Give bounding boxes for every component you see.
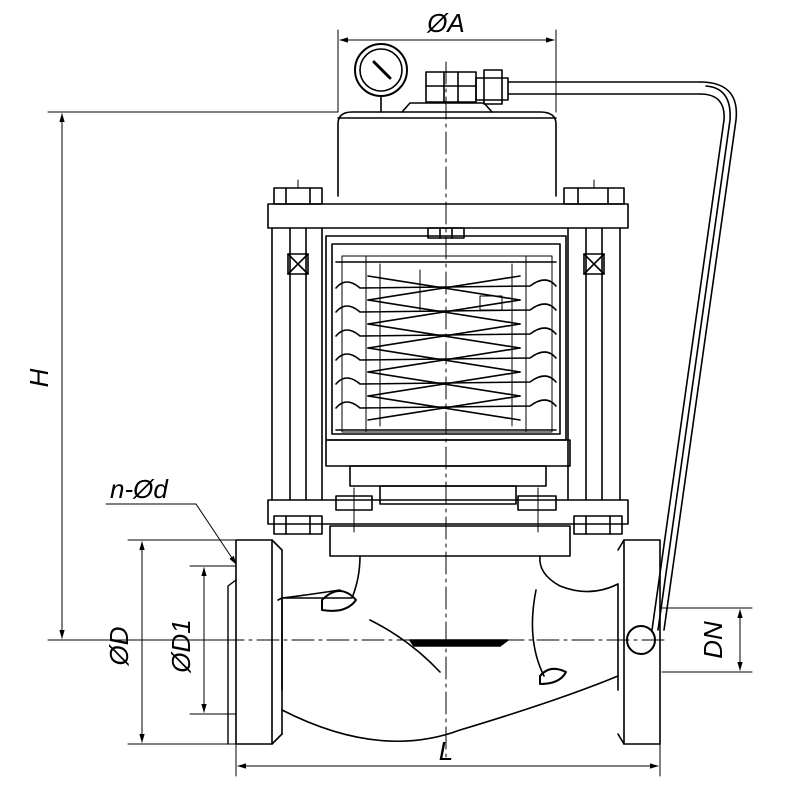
left-flange — [227, 539, 283, 745]
label-nominal: DN — [698, 621, 728, 659]
dimension-a — [337, 29, 557, 113]
tie-rods — [271, 227, 621, 501]
label-diameter-d1: ØD1 — [166, 619, 196, 673]
right-flange — [617, 539, 661, 745]
dimension-dn — [661, 607, 753, 673]
lower-plate — [267, 499, 629, 557]
label-diameter-a: ØA — [426, 8, 465, 38]
dimension-h — [47, 111, 339, 641]
dimension-d — [127, 539, 237, 745]
actuator-housing — [337, 102, 557, 197]
dimension-l — [235, 743, 661, 777]
spring-coils — [335, 261, 557, 431]
valve-body — [277, 555, 619, 743]
label-height: H — [24, 368, 54, 387]
holes-leader — [105, 503, 237, 565]
control-pipe — [651, 81, 738, 631]
upper-plate — [267, 179, 629, 229]
label-holes: n-Ød — [110, 474, 169, 504]
dimension-d1 — [189, 565, 237, 715]
bonnet — [325, 439, 571, 533]
label-length: L — [439, 736, 453, 766]
label-diameter-d: ØD — [104, 627, 134, 667]
top-fittings — [425, 69, 701, 105]
pressure-gauge-icon — [354, 43, 408, 113]
